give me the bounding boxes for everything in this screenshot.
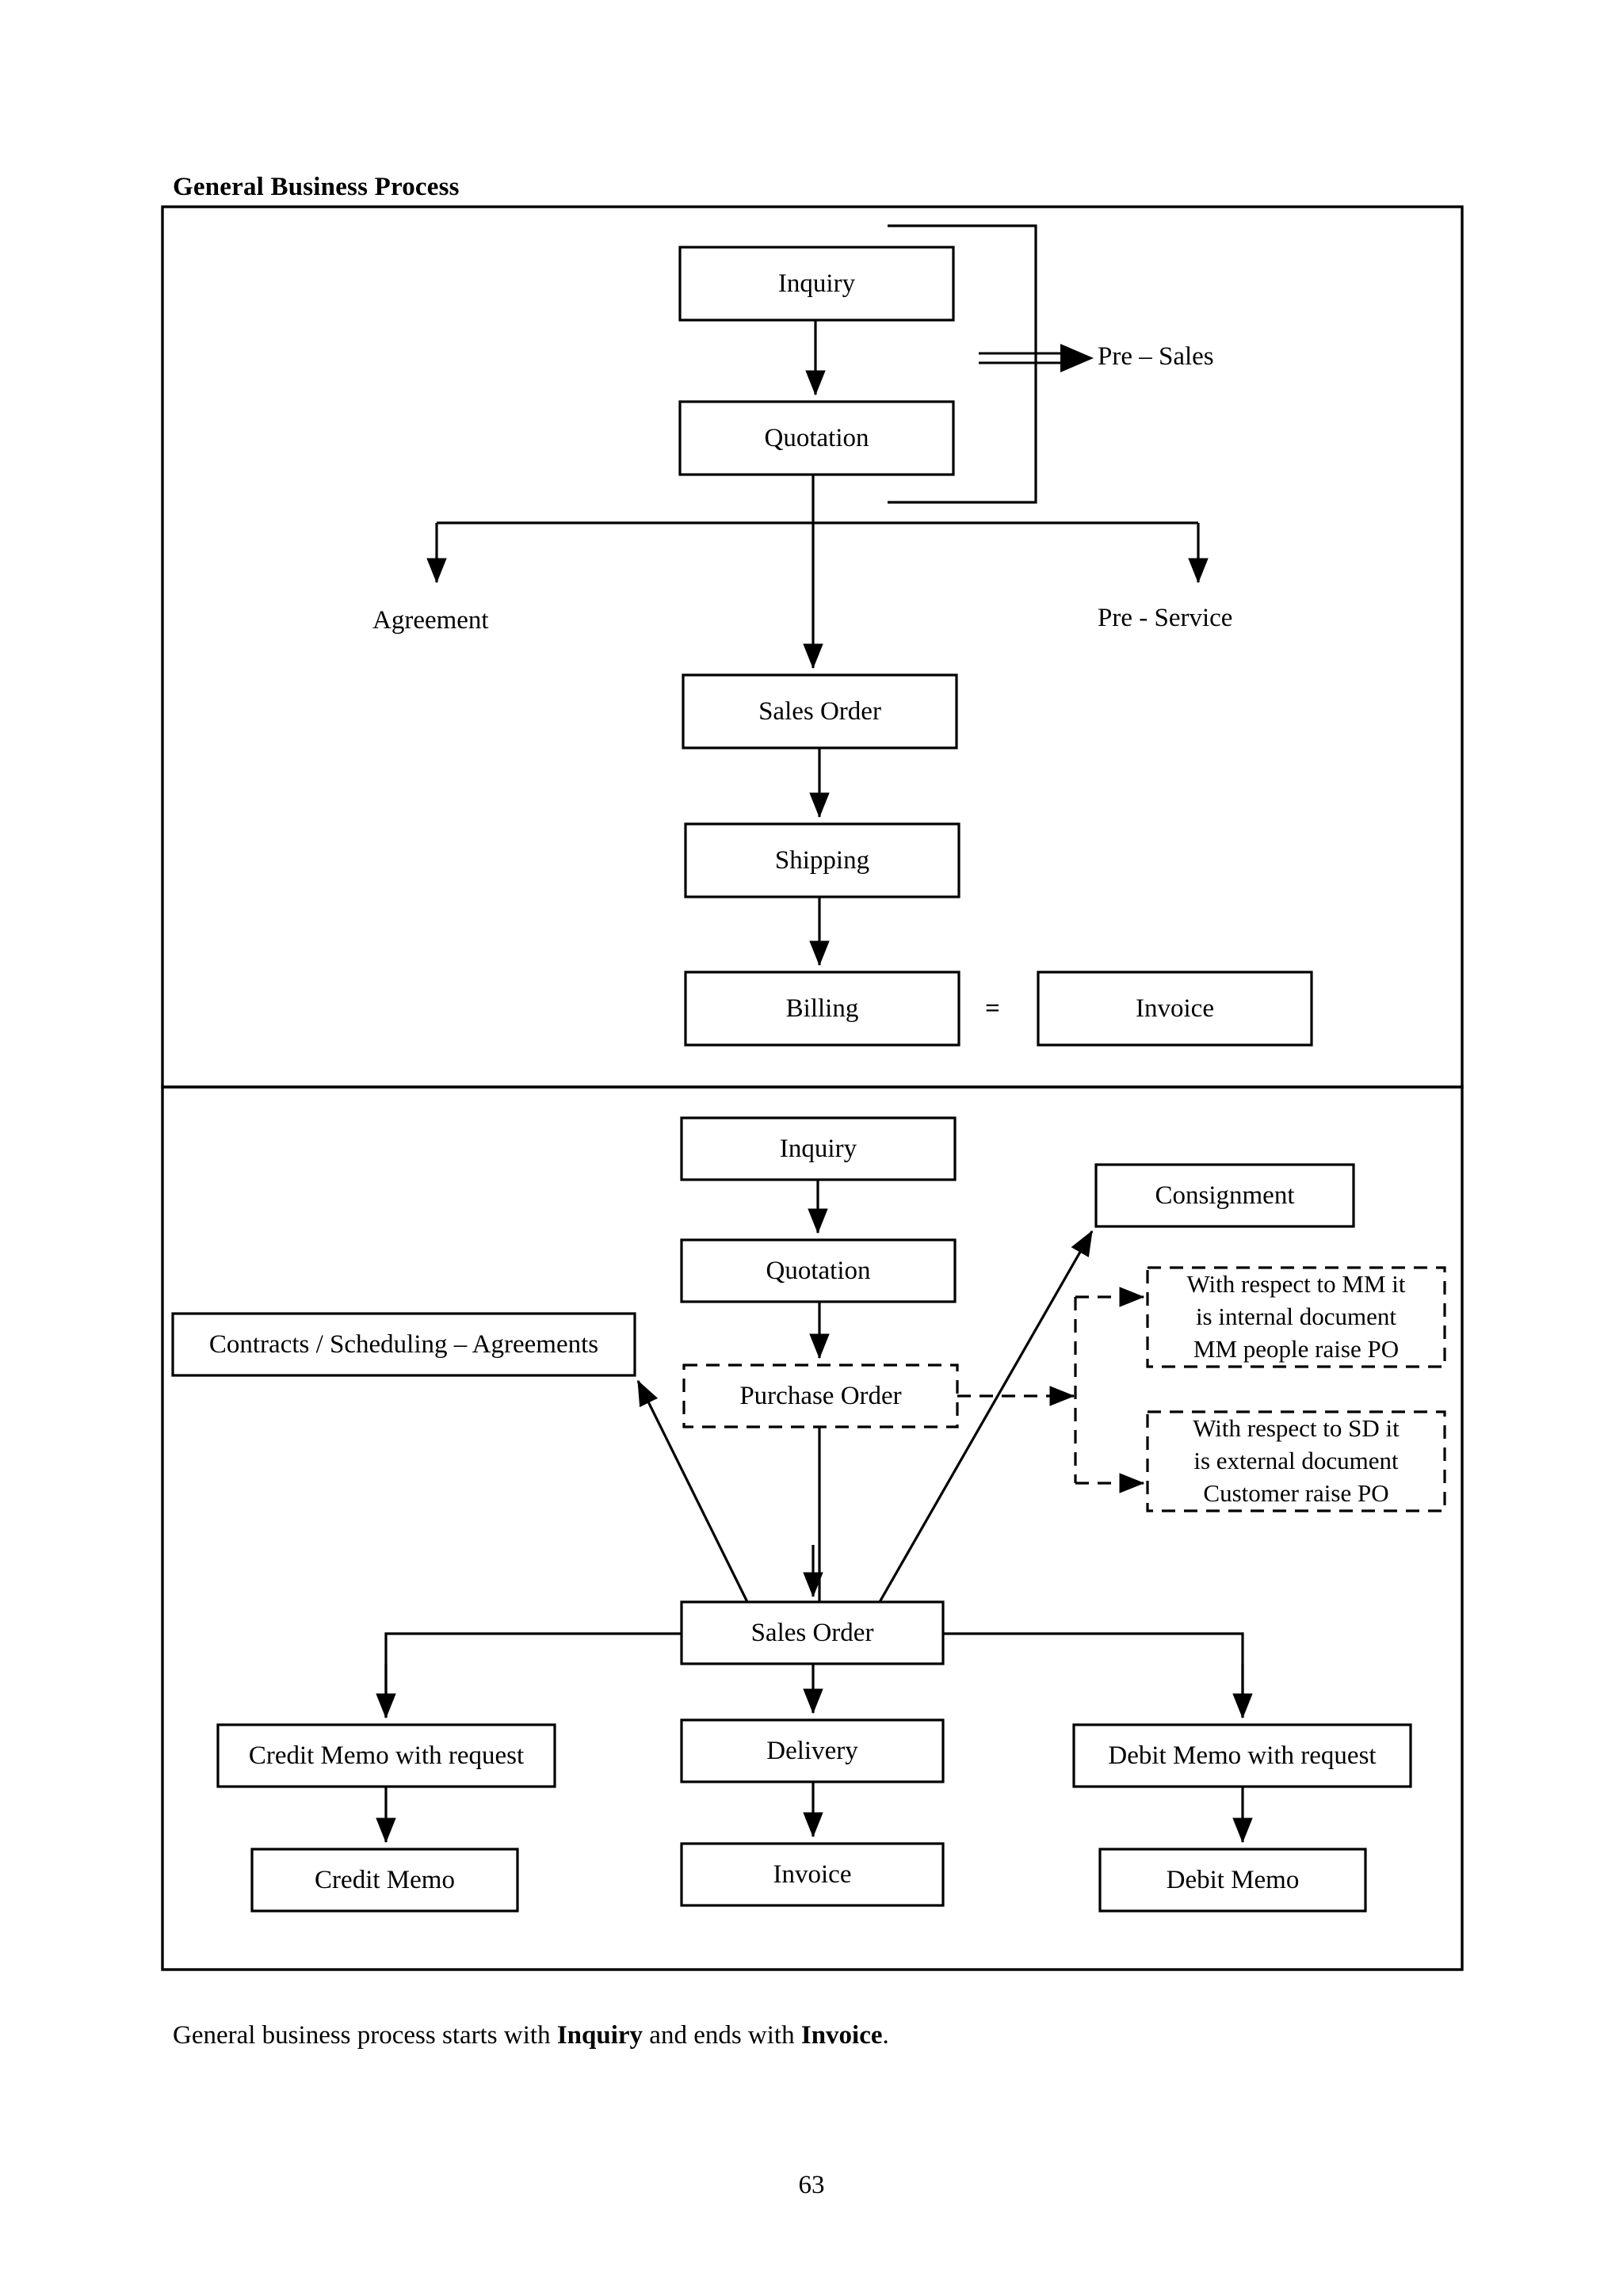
box-billing-top [684,971,960,1047]
caption-bold-invoice: Invoice [800,2021,883,2050]
box-purchase-order [682,1363,959,1428]
box-note-sd [1146,1410,1446,1512]
box-note-mm [1146,1266,1446,1368]
box-inquiry-bottom [680,1116,957,1181]
caption: General business process starts with Inq… [173,2021,889,2050]
caption-before: General business process starts with [173,2021,557,2050]
diagonal-sales-order-to-contracts [636,1379,749,1603]
line-sales-order-left-branch [384,1632,682,1718]
box-quotation-top [678,400,955,476]
caption-after: . [882,2021,889,2050]
box-credit-memo [250,1848,519,1913]
box-sales-order-top [682,673,958,749]
caption-middle: and ends with [643,2021,801,2050]
box-debit-memo-request [1072,1723,1412,1788]
box-credit-memo-request [216,1723,556,1788]
box-debit-memo [1098,1848,1367,1913]
page-title: General Business Process [173,173,460,201]
caption-bold-inquiry: Inquiry [556,2021,643,2050]
diagram-frame-lower [161,1085,1464,1971]
equals-sign: = [985,994,1000,1023]
box-shipping-top [684,822,960,898]
box-invoice-bottom [680,1842,945,1907]
box-consignment [1094,1163,1355,1228]
note-mm-text: With respect to MM it is internal docume… [1186,1270,1406,1363]
box-delivery [680,1718,945,1783]
pre-sales-arrowhead [1060,344,1094,372]
box-quotation-bottom [680,1238,957,1303]
diagonal-sales-order-to-consignment [878,1230,1094,1603]
box-contracts [171,1312,636,1377]
label-pre-service: Pre - Service [1098,604,1233,632]
label-agreement: Agreement [372,606,489,635]
note-sd-text: With respect to SD it is external docume… [1193,1414,1400,1507]
line-sales-order-right-branch [943,1632,1244,1718]
box-invoice-top [1037,971,1313,1047]
box-sales-order-bottom [680,1600,945,1665]
box-inquiry-top [678,246,955,322]
page-number: 63 [798,2171,825,2199]
label-pre-sales: Pre – Sales [1098,342,1214,371]
